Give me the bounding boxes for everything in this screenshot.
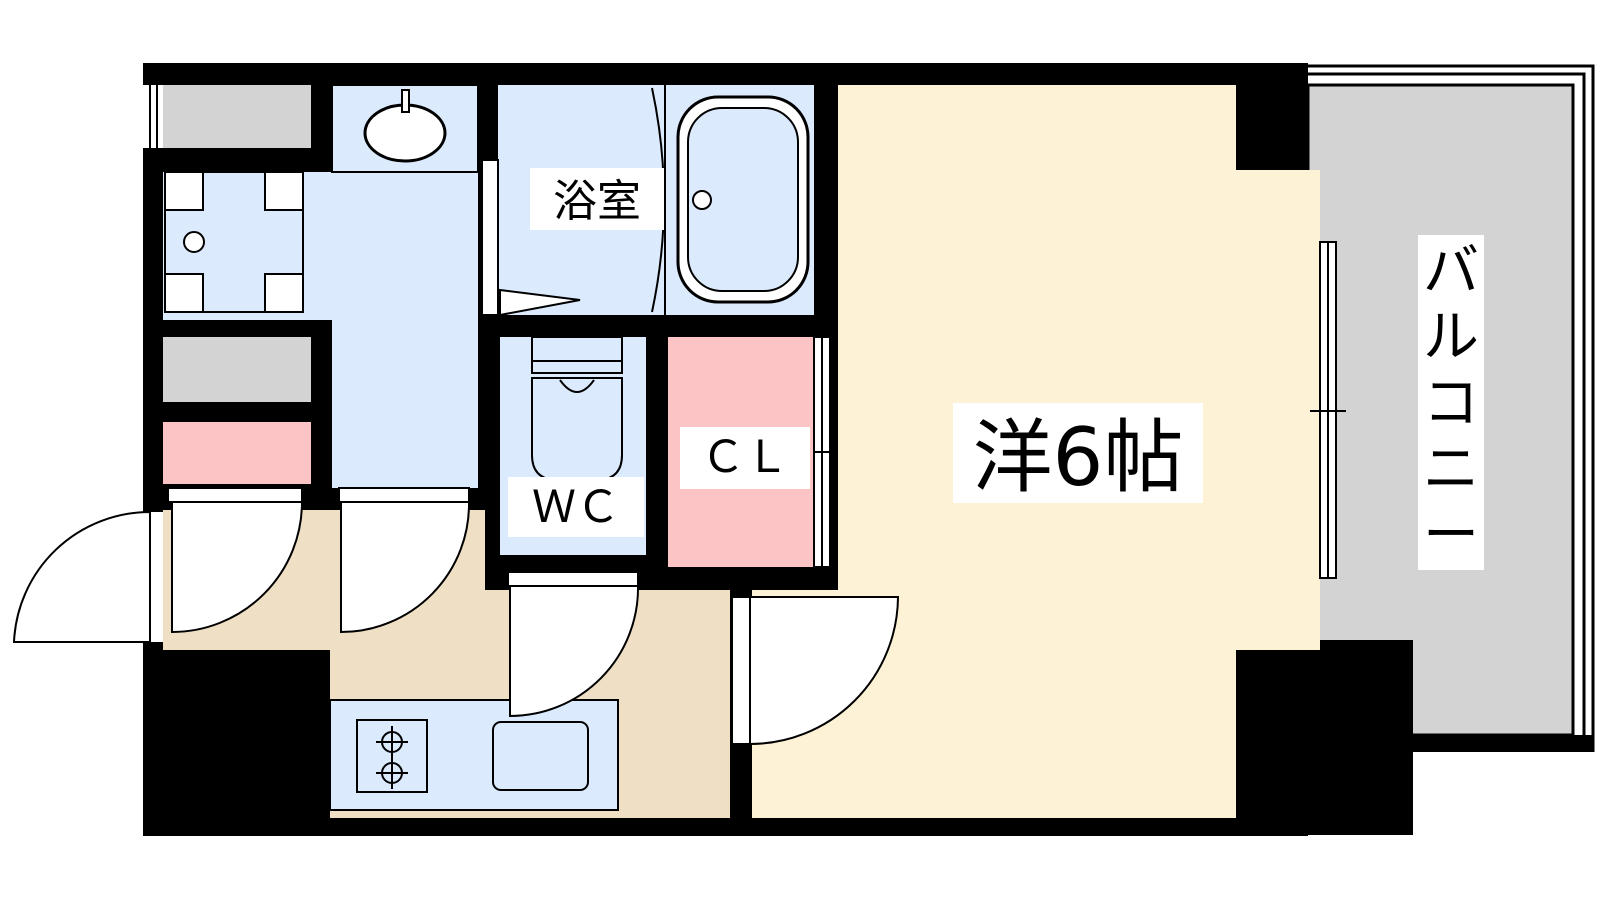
closet-door-frame <box>813 336 831 568</box>
bathroom-label: 浴室 <box>553 176 641 227</box>
wash-basin <box>331 84 479 173</box>
balcony-label-char: ル <box>1423 305 1479 370</box>
closet-label: ＣＬ <box>701 432 789 483</box>
shoe-closet-door-left <box>167 487 304 634</box>
balcony-label-char: ー <box>1423 503 1479 568</box>
kitchen-counter <box>329 699 619 811</box>
western-room-label: 洋6帖 <box>973 411 1184 504</box>
stove-burner-top <box>376 726 408 758</box>
shoe-closet <box>163 422 311 484</box>
kitchen-sink <box>492 721 589 791</box>
stove-burner-bottom <box>376 757 408 789</box>
balcony-label-char: コ <box>1423 371 1479 436</box>
balcony-label: バ ル コ ニ ー <box>1423 239 1479 568</box>
toilet-label: ＷＣ <box>532 482 620 533</box>
balcony-label-char: ニ <box>1423 437 1479 502</box>
balcony-label-char: バ <box>1423 239 1479 304</box>
storage-shelf-top <box>163 85 311 148</box>
storage-shelf-middle <box>163 337 311 402</box>
washing-machine <box>164 171 304 313</box>
room-door <box>731 596 900 746</box>
balcony <box>1298 63 1595 835</box>
bath-door-frame <box>481 159 499 316</box>
entrance-door <box>12 510 163 643</box>
balcony-sliding-door <box>1310 241 1346 579</box>
storage-door-right <box>338 487 471 634</box>
window-left <box>143 85 163 148</box>
toilet-door <box>507 571 640 718</box>
